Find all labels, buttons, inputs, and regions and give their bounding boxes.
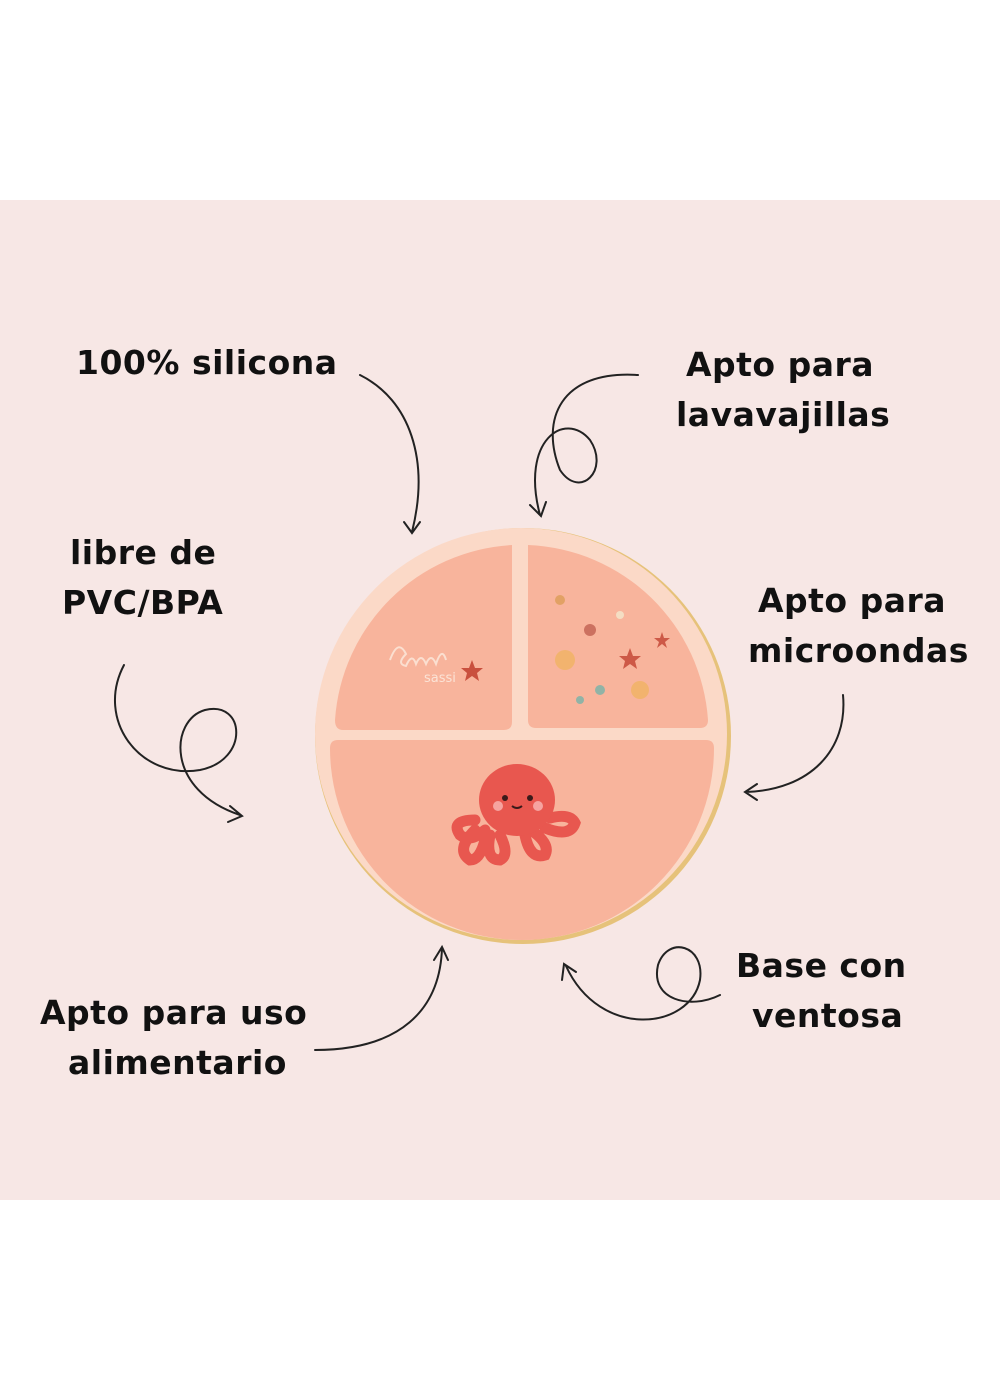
plate-logo-script xyxy=(389,646,447,668)
arrows xyxy=(114,373,845,1051)
feature-text: Apto para uso xyxy=(40,993,308,1032)
arrow-microondas xyxy=(743,694,845,801)
feature-text: PVC/BPA xyxy=(62,583,224,622)
feature-text: Apto para xyxy=(686,345,875,384)
feature-text: libre de xyxy=(70,533,217,572)
feature-silicona: 100% silicona xyxy=(76,338,338,388)
arrow-lavavajillas xyxy=(529,373,639,518)
feature-ventosa: Base con ventosa xyxy=(736,941,907,1041)
feature-text: alimentario xyxy=(68,1043,287,1082)
starfish-icon xyxy=(619,648,641,669)
starfish-icon xyxy=(654,632,670,648)
feature-uso-alimentario: Apto para uso alimentario xyxy=(40,988,307,1088)
feature-text: ventosa xyxy=(752,996,904,1035)
arrow-pvc xyxy=(114,664,244,823)
arrow-alimentario xyxy=(314,944,449,1051)
starfish-icon xyxy=(461,660,483,681)
feature-microondas: Apto para microondas xyxy=(748,576,969,676)
feature-text: Apto para xyxy=(758,581,947,620)
plate-section-top-right xyxy=(528,545,708,728)
sea-pattern xyxy=(555,595,670,704)
feature-text: microondas xyxy=(748,631,969,670)
plate-section-top-left xyxy=(335,545,512,730)
feature-text: 100% silicona xyxy=(76,343,338,382)
feature-pvc-bpa: libre de PVC/BPA xyxy=(62,528,223,628)
arrow-silicona xyxy=(359,374,421,535)
arrow-ventosa xyxy=(561,946,721,1021)
feature-text: Base con xyxy=(736,946,907,985)
plate-logo-text: sassi xyxy=(424,671,456,686)
octopus-illustration xyxy=(451,764,581,866)
feature-text: lavavajillas xyxy=(676,395,891,434)
suction-plate: sassi xyxy=(315,528,731,944)
feature-lavavajillas: Apto para lavavajillas xyxy=(676,340,890,440)
